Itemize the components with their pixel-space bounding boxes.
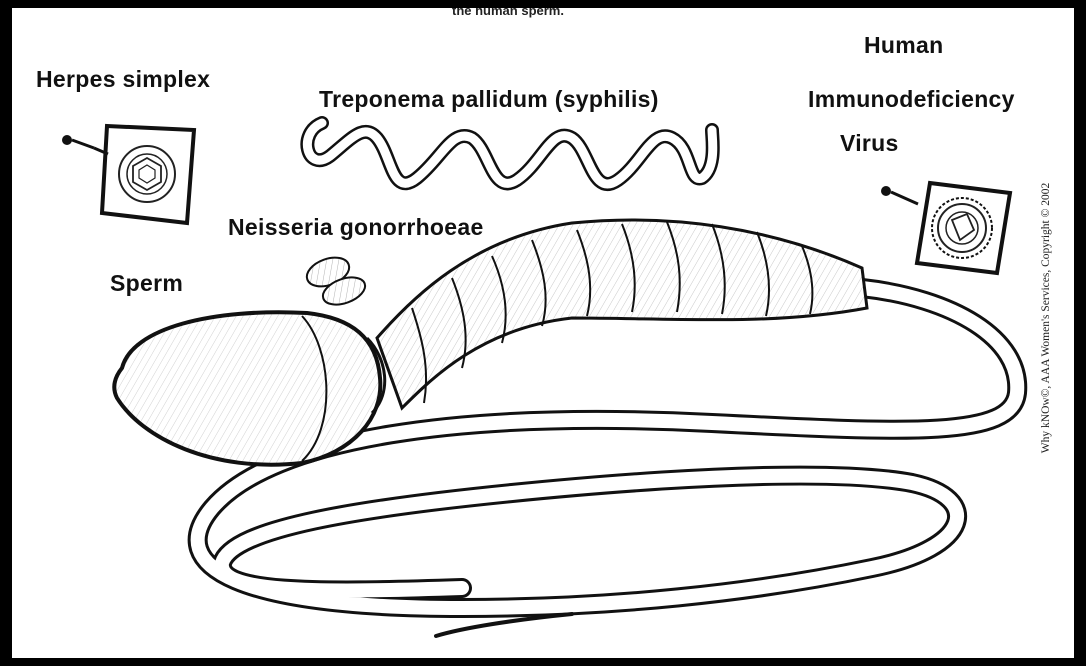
hiv-label-line3: Virus bbox=[840, 130, 899, 157]
diagram-canvas: the human sperm. Herpes simplex Treponem… bbox=[12, 8, 1074, 658]
sperm-cell-illustration bbox=[114, 220, 1017, 636]
hiv-virus-icon bbox=[881, 183, 1010, 273]
sperm-label: Sperm bbox=[110, 270, 183, 297]
herpes-virus-icon bbox=[62, 126, 194, 223]
herpes-simplex-label: Herpes simplex bbox=[36, 66, 210, 93]
treponema-label: Treponema pallidum (syphilis) bbox=[319, 86, 659, 113]
neisseria-label: Neisseria gonorrhoeae bbox=[228, 214, 484, 241]
copyright-notice: Why kNOw©, AAA Women's Services, Copyrig… bbox=[1040, 183, 1052, 453]
hiv-label-line2: Immunodeficiency bbox=[808, 86, 1015, 113]
diplococcus-icon bbox=[303, 252, 369, 310]
top-caption: the human sperm. bbox=[452, 8, 564, 18]
hiv-label-line1: Human bbox=[864, 32, 943, 59]
spiral-bacterium-icon bbox=[307, 123, 712, 184]
